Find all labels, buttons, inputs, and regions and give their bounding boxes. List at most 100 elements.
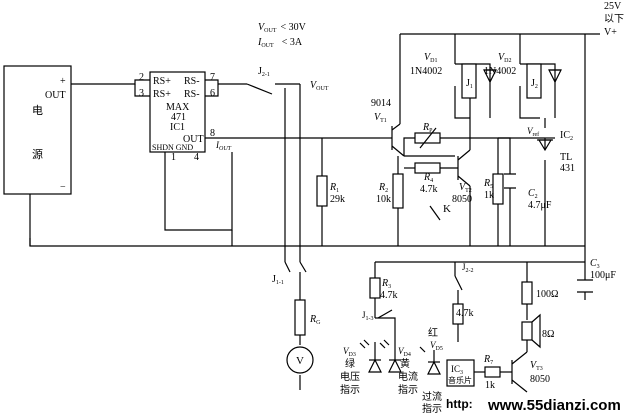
ic3-music-chip <box>446 359 475 387</box>
r5-resistor <box>492 173 504 205</box>
r1-value: 29k <box>330 194 345 205</box>
vd5-label: VD5 <box>430 340 443 352</box>
j13-label: J1-3 <box>362 310 374 322</box>
c2-label: C2 <box>528 188 538 200</box>
r1-label: R1 <box>329 182 339 194</box>
ic1-max471: RS+ RS+ RS- RS- MAX 471 IC1 OUT SHDN GND… <box>139 71 232 163</box>
vt2-label: VT2 <box>459 182 472 194</box>
vd3-led <box>359 339 382 373</box>
vref-label: Vref <box>527 126 539 138</box>
r5-label: R5 <box>483 178 493 190</box>
vd3-text1: 电压 <box>340 370 360 383</box>
rp-arrow <box>419 127 437 149</box>
r2-resistor <box>392 173 404 209</box>
r4-label: R4 <box>423 172 433 184</box>
vt1-label: VT1 <box>374 112 387 124</box>
r-100ohm-value: 100Ω <box>536 289 558 300</box>
relay-j2 <box>526 63 542 99</box>
ic2-part1: TL <box>560 152 572 163</box>
wires-left <box>29 79 585 390</box>
supply-note-25v: 25V <box>604 1 622 12</box>
ic1-num3: 3 <box>139 88 144 99</box>
r6-resistor <box>452 303 464 325</box>
indicator-wires <box>374 261 585 373</box>
vt2-part: 8050 <box>452 194 472 205</box>
ic1-pin-bottom: SHDN GND <box>152 143 193 152</box>
vd5-led <box>419 346 441 375</box>
ic2-tl431 <box>537 139 553 152</box>
j13-switch <box>377 309 393 319</box>
watermark: http: www.55dianzi.com <box>446 397 621 414</box>
vd1-part: 1N4002 <box>410 66 442 77</box>
vd5-color: 红 <box>428 326 438 339</box>
ic1-pin-rs-plus-b: RS+ <box>153 89 171 100</box>
vd3-label: VD3 <box>343 346 356 358</box>
vd4-text1: 电流 <box>398 370 418 383</box>
c3-label: C3 <box>590 258 600 270</box>
relay-j2-label: J2 <box>531 78 538 90</box>
speaker-value: 8Ω <box>542 329 554 340</box>
power-source-label-top: 电 <box>32 104 43 117</box>
watermark-site: www.55dianzi.com <box>487 397 621 414</box>
c3-capacitor <box>577 279 593 293</box>
j21-label: J2-1 <box>258 66 270 78</box>
supply-note-vplus: V+ <box>604 27 617 38</box>
vd1-label: VD1 <box>424 52 437 64</box>
ic1-iout-label: IOUT <box>215 140 232 152</box>
supply-note-yixia: 以下 <box>604 14 624 25</box>
rg-label: RG <box>309 314 321 326</box>
ic2-label: IC2 <box>560 130 573 142</box>
ic1-name2: 471 <box>171 112 186 123</box>
k-switch <box>429 205 441 221</box>
r3-label: R3 <box>381 278 391 290</box>
vd2-diode <box>548 69 562 84</box>
r4-value: 4.7k <box>420 184 438 195</box>
ic1-num6: 6 <box>210 88 215 99</box>
j22-label: J2-2 <box>462 262 474 274</box>
ic2-part2: 431 <box>560 163 575 174</box>
r5-value: 1k <box>484 190 494 201</box>
spec-notes: VOUT< 30V IOUT< 3A 25V 以下 V+ <box>257 1 624 49</box>
ic1-num1: 1 <box>171 152 176 163</box>
power-source-label-bottom: 源 <box>32 147 43 161</box>
relay-j1 <box>461 63 477 99</box>
vd1-diode <box>483 69 497 84</box>
spec-vout: VOUT< 30V <box>258 22 307 34</box>
r6-value: 4.7k <box>456 308 474 319</box>
ic3-label: IC3 <box>451 364 463 376</box>
vd2-label: VD2 <box>498 52 511 64</box>
vd4-color: 黄 <box>400 357 410 370</box>
c2-value: 4.7μF <box>528 200 552 211</box>
r3-resistor <box>369 277 381 299</box>
r4-resistor <box>414 162 441 174</box>
k-label: K <box>443 203 451 215</box>
ic1-num7: 7 <box>210 72 215 83</box>
vt3-transistor <box>511 351 528 393</box>
vd3-text2: 指示 <box>340 383 360 396</box>
j11-label: J1-1 <box>272 274 284 286</box>
voltmeter-label: V <box>296 355 304 367</box>
vd4-label: VD4 <box>398 346 411 358</box>
power-minus-sign: − <box>60 182 66 193</box>
ic1-num4: 4 <box>194 152 199 163</box>
vt1-part: 9014 <box>371 98 391 109</box>
ic1-ref: IC1 <box>170 122 185 133</box>
power-plus-sign: + <box>60 76 66 87</box>
c2-capacitor <box>504 173 516 189</box>
r-100ohm-resistor <box>521 281 533 305</box>
vd2-part: 1N4002 <box>484 66 516 77</box>
rp-label: RP <box>422 122 433 134</box>
ic3-text: 音乐片 <box>448 375 472 385</box>
vout-tap-label: VOUT <box>310 80 329 92</box>
r7-label: R7 <box>483 354 493 366</box>
vd3-color: 绿 <box>345 357 355 370</box>
ic1-pin-out: OUT <box>183 134 204 145</box>
ic1-pin-rs-minus-b: RS- <box>184 89 200 100</box>
ic1-name: MAX <box>166 102 190 113</box>
relay-j1-label: J1 <box>466 78 473 90</box>
ic1-pin-rs-minus-a: RS- <box>184 76 200 87</box>
spec-iout: IOUT< 3A <box>257 37 303 49</box>
r3-value: 4.7k <box>380 290 398 301</box>
ic1-num8: 8 <box>210 128 215 139</box>
